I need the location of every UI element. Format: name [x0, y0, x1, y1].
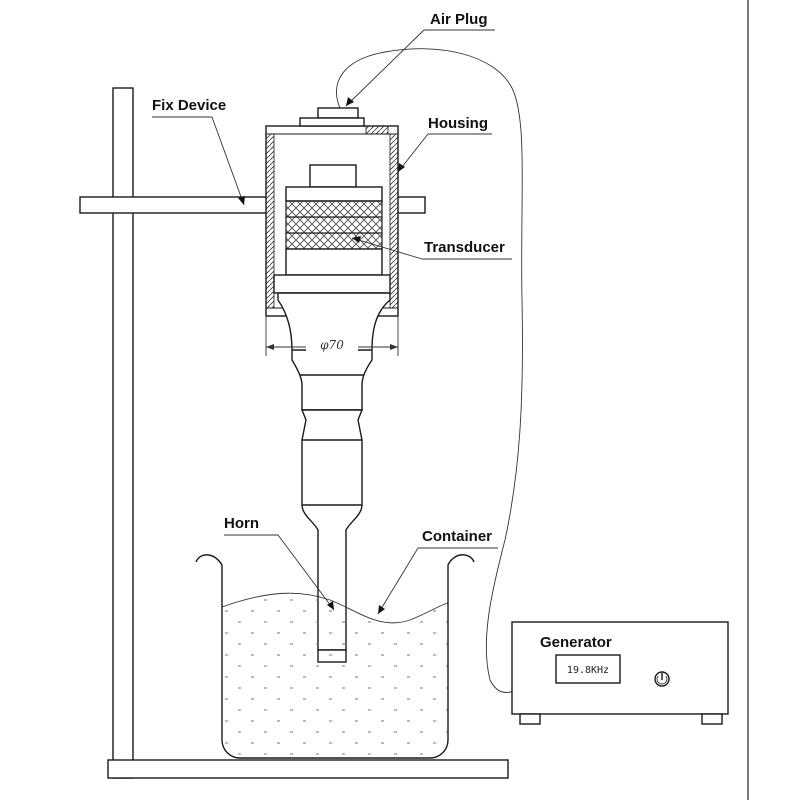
generator: Generator 19.8KHz [511, 621, 729, 725]
air-plug-label: Air Plug [430, 11, 488, 28]
fix-device-label: Fix Device [152, 97, 226, 114]
power-icon[interactable] [654, 671, 670, 687]
callout-fix-device: Fix Device [152, 97, 245, 206]
dimension-label: φ70 [320, 338, 344, 352]
frequency-display [555, 654, 621, 684]
air-plug [299, 107, 365, 127]
callout-container: Container [377, 528, 498, 615]
callout-air-plug: Air Plug [345, 11, 495, 107]
container-label: Container [422, 528, 492, 545]
generator-label: Generator [540, 634, 612, 651]
container [195, 554, 475, 759]
horn-label: Horn [224, 515, 259, 532]
transducer-label: Transducer [424, 239, 505, 256]
transducer [273, 164, 391, 294]
callout-transducer: Transducer [351, 236, 512, 260]
frequency-readout: 19.8KHz [567, 665, 609, 676]
dimension-marker: φ70 [265, 316, 399, 356]
callout-horn: Horn [224, 515, 335, 611]
callout-housing: Housing [397, 115, 492, 173]
housing-label: Housing [428, 115, 488, 132]
